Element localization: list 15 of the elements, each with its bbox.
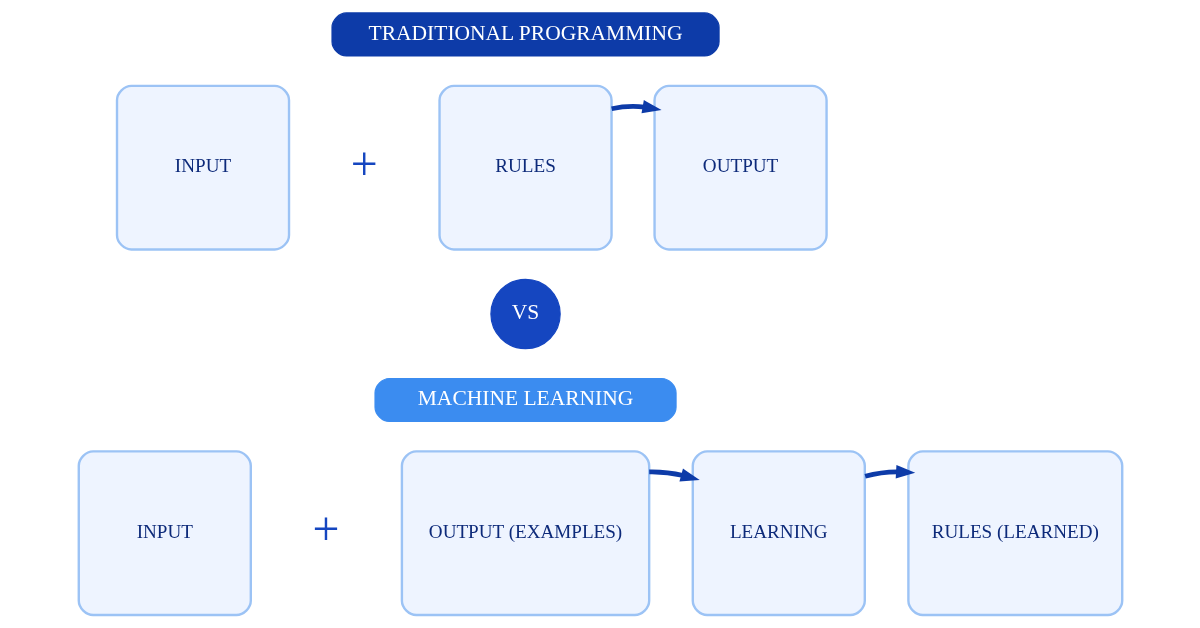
- label: +: [350, 136, 378, 190]
- node-box: MACHINE LEARNING: [373, 377, 677, 423]
- node-box: OUTPUT: [652, 84, 828, 251]
- node-box: OUTPUT (EXAMPLES): [400, 450, 650, 617]
- arrow: [610, 100, 662, 114]
- node-box: TRADITIONAL PROGRAMMING: [330, 12, 720, 57]
- node-box: INPUT: [115, 84, 290, 251]
- node-box: INPUT: [77, 450, 252, 617]
- arrow: [864, 465, 915, 479]
- node-box: LEARNING: [691, 450, 866, 617]
- node-circle: VS: [489, 278, 561, 350]
- label: +: [312, 502, 340, 556]
- node-box: RULES (LEARNED): [906, 450, 1123, 617]
- node-box: RULES: [437, 84, 613, 251]
- arrow: [648, 468, 700, 482]
